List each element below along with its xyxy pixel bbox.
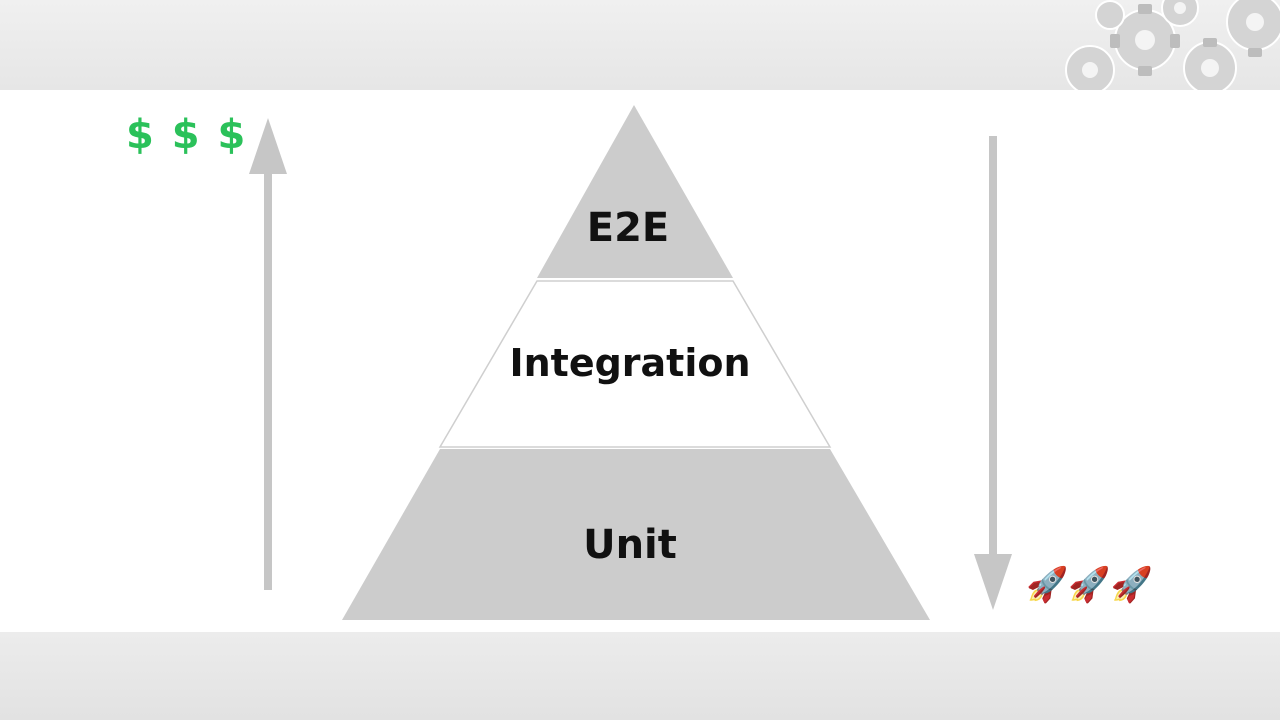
bottom-background-strip (0, 632, 1280, 720)
pyramid-layer-top (537, 105, 733, 278)
pyramid-layer-bottom (342, 449, 930, 620)
arrow-down-icon (974, 136, 1012, 610)
pyramid-label-e2e: E2E (587, 205, 669, 251)
pyramid-label-unit: Unit (583, 522, 677, 568)
rocket-icon: 🚀🚀🚀 (1026, 565, 1154, 605)
arrow-up-icon (249, 118, 287, 590)
gears-icon (1050, 0, 1280, 90)
cost-indicator: $ $ $ (126, 112, 248, 158)
pyramid-label-integration: Integration (509, 341, 750, 385)
pyramid-layer-middle (438, 280, 832, 448)
